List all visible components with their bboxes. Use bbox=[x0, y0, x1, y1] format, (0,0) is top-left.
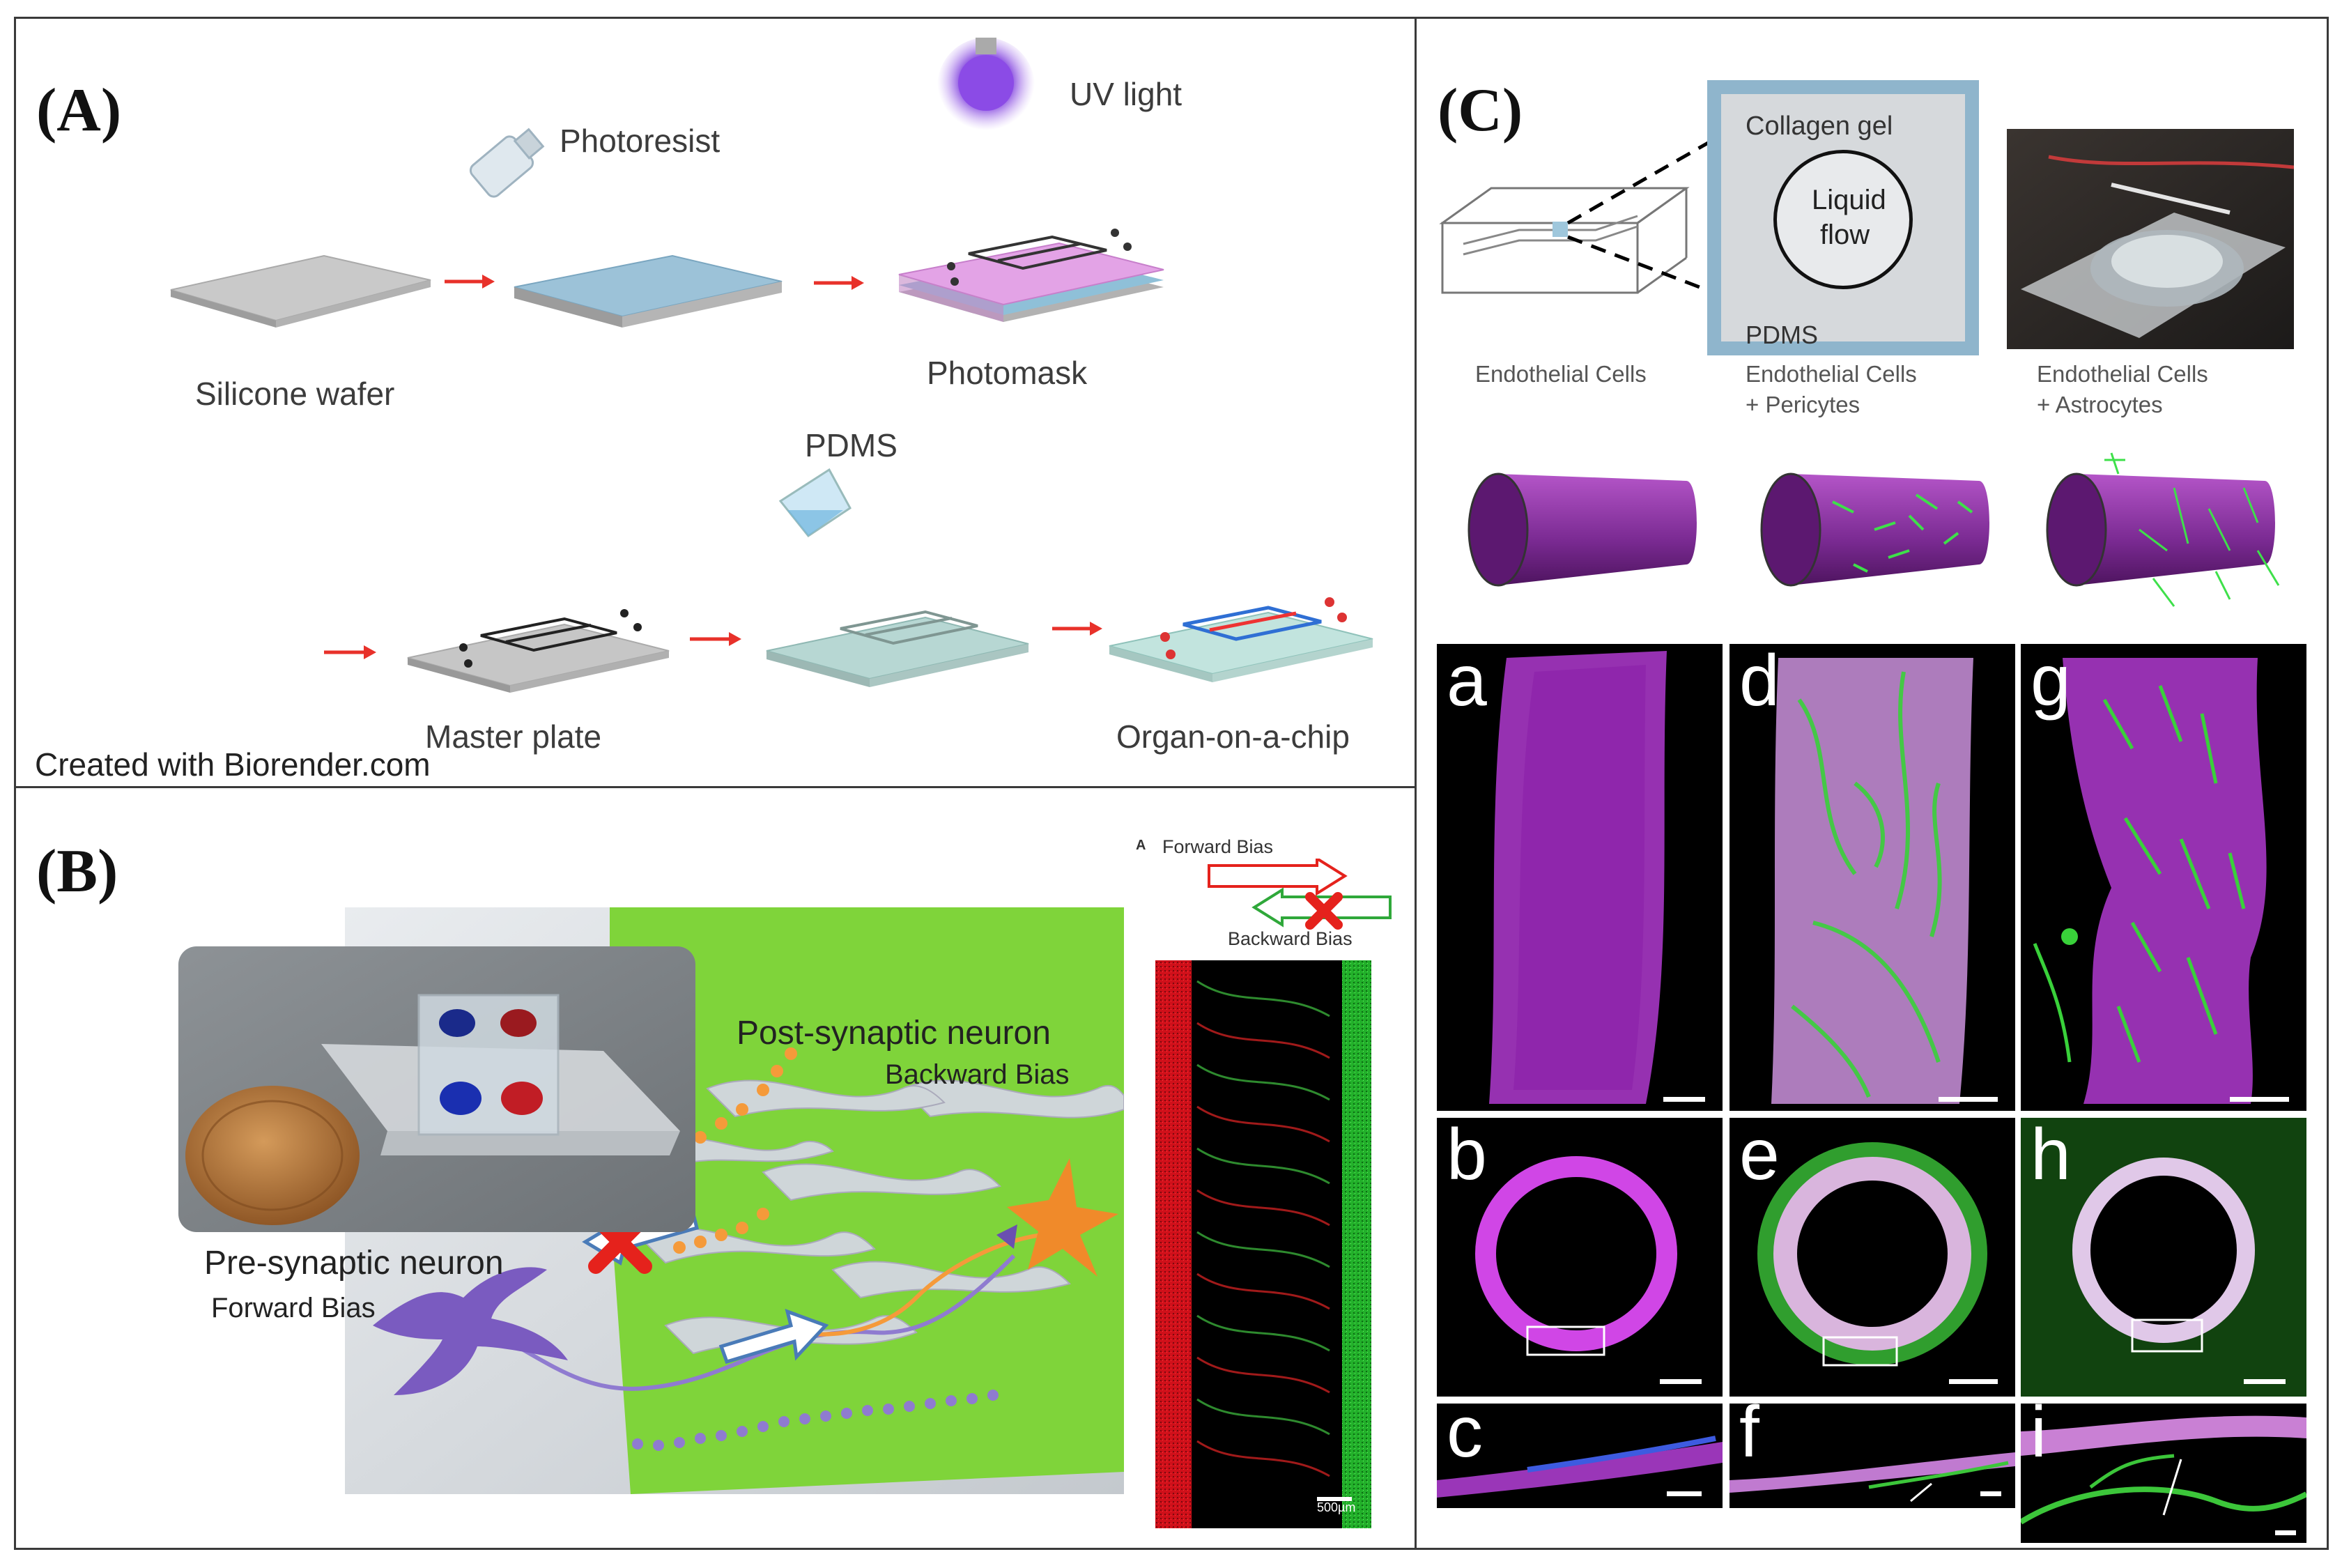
photomask-label: Photomask bbox=[927, 355, 1088, 391]
collagen-gel-cross-section bbox=[1707, 80, 1979, 355]
fluorescence-strip bbox=[1155, 960, 1371, 1528]
col1-label: Endothelial Cells bbox=[1475, 361, 1647, 387]
process-arrow bbox=[445, 275, 495, 289]
col2-label-line2: + Pericytes bbox=[1746, 392, 1860, 417]
scale-bar-icon bbox=[1660, 1379, 1702, 1384]
pre-synaptic-neuron-icon bbox=[373, 1267, 568, 1395]
photoresist-label: Photoresist bbox=[560, 123, 721, 159]
master-plate-label: Master plate bbox=[425, 718, 602, 755]
vessel-render-a bbox=[1489, 651, 1667, 1104]
micro-image-a: a bbox=[1437, 644, 1723, 1111]
micro-image-g: g bbox=[2021, 644, 2306, 1111]
flow-label: flow bbox=[1820, 220, 1870, 250]
vessel-endothelial bbox=[1467, 472, 1697, 587]
figure-frame bbox=[14, 17, 2329, 1550]
photoresist-bottle-icon bbox=[469, 128, 545, 198]
micro-image-f: f bbox=[1729, 1404, 2015, 1508]
scale-bar-icon bbox=[1939, 1097, 1998, 1102]
pdms-label-a: PDMS bbox=[805, 427, 897, 463]
legend-forward-label: Forward Bias bbox=[1162, 836, 1274, 857]
vessel-section-b bbox=[1475, 1156, 1677, 1356]
scale-bar-icon bbox=[1980, 1491, 2001, 1496]
pdms-label-c: PDMS bbox=[1746, 321, 1819, 349]
vessel-wall-c bbox=[1437, 1436, 1723, 1498]
legend-backward-label: Backward Bias bbox=[1228, 928, 1353, 949]
inset-letter: A bbox=[1136, 838, 1146, 853]
pre-synaptic-label: Pre-synaptic neuron bbox=[204, 1245, 504, 1282]
panel-b-letter: (B) bbox=[36, 838, 118, 905]
divider-vertical bbox=[1415, 17, 1417, 1550]
pdms-beaker-icon bbox=[778, 468, 852, 538]
forward-bias-arrow-icon bbox=[718, 1309, 829, 1365]
scale-bar-label: 500µm bbox=[1317, 1500, 1356, 1514]
master-plate bbox=[407, 609, 670, 693]
photomask-stack bbox=[898, 229, 1164, 322]
post-synaptic-label: Post-synaptic neuron bbox=[737, 1015, 1051, 1052]
panel-c-letter: (C) bbox=[1438, 77, 1523, 144]
micro-image-c: c bbox=[1437, 1404, 1723, 1508]
vessel-render-d bbox=[1771, 658, 1973, 1104]
scale-bar-icon bbox=[1663, 1097, 1705, 1102]
scale-bar-icon bbox=[1949, 1379, 1998, 1384]
collagen-gel-label: Collagen gel bbox=[1746, 112, 1893, 141]
col3-label-line2: + Astrocytes bbox=[2037, 392, 2163, 417]
vessel-wall-i bbox=[2021, 1415, 2306, 1525]
micro-letter-i: i bbox=[2031, 1404, 2047, 1473]
vessel-section-e bbox=[1757, 1142, 1987, 1367]
scale-bar-icon bbox=[2275, 1530, 2296, 1535]
micro-letter-c: c bbox=[1447, 1404, 1483, 1473]
micro-letter-e: e bbox=[1739, 1118, 1780, 1195]
micro-letter-g: g bbox=[2031, 644, 2071, 721]
vessel-cylinders bbox=[1467, 452, 2280, 607]
device-photo bbox=[178, 946, 695, 1232]
micro-letter-a: a bbox=[1447, 644, 1487, 721]
backward-bias-label: Backward Bias bbox=[885, 1059, 1070, 1090]
liquid-label: Liquid bbox=[1812, 185, 1886, 215]
scale-bar-icon bbox=[1667, 1491, 1702, 1496]
vessel-astrocytes bbox=[2046, 452, 2280, 607]
uv-bulb-icon bbox=[937, 38, 1035, 135]
col2-label-line1: Endothelial Cells bbox=[1746, 361, 1917, 387]
credit-label: Created with Biorender.com bbox=[35, 746, 431, 783]
silicone-wafer-label: Silicone wafer bbox=[195, 376, 395, 412]
micro-image-e: e bbox=[1729, 1118, 2015, 1397]
micro-image-b: b bbox=[1437, 1118, 1723, 1397]
post-synaptic-neuron-icon bbox=[1007, 1158, 1118, 1277]
micro-image-h: h bbox=[2021, 1118, 2306, 1397]
vessel-render-g bbox=[2033, 658, 2267, 1104]
micro-letter-d: d bbox=[1739, 644, 1780, 721]
micro-letter-f: f bbox=[1739, 1404, 1759, 1473]
device-photo-c bbox=[2007, 129, 2294, 349]
scale-bar-icon bbox=[2244, 1379, 2286, 1384]
panel-a-diagram bbox=[170, 38, 1373, 693]
organ-chip bbox=[1109, 597, 1373, 682]
uv-light-label: UV light bbox=[1070, 76, 1182, 112]
liquid-flow-circle bbox=[1773, 150, 1913, 289]
vessel-pericytes bbox=[1760, 472, 1989, 587]
bias-legend-arrows bbox=[1208, 859, 1392, 930]
organ-on-a-chip-label: Organ-on-a-chip bbox=[1116, 718, 1350, 755]
scale-bar-icon bbox=[2230, 1097, 2289, 1102]
pdms-mould bbox=[766, 610, 1029, 687]
divider-horizontal bbox=[14, 786, 1416, 788]
micro-image-d: d bbox=[1729, 644, 2015, 1111]
silicone-wafer bbox=[170, 254, 431, 322]
col3-label-line1: Endothelial Cells bbox=[2037, 361, 2208, 387]
micro-letter-h: h bbox=[2031, 1118, 2071, 1195]
micro-letter-b: b bbox=[1447, 1118, 1487, 1195]
vessel-section-h bbox=[2021, 1118, 2306, 1397]
micro-image-i: i bbox=[2021, 1404, 2306, 1543]
vessel-wall-f bbox=[1729, 1452, 2015, 1502]
chip-schematic bbox=[1439, 137, 1716, 295]
panel-a-letter: (A) bbox=[36, 77, 122, 144]
forward-bias-label: Forward Bias bbox=[211, 1293, 376, 1323]
